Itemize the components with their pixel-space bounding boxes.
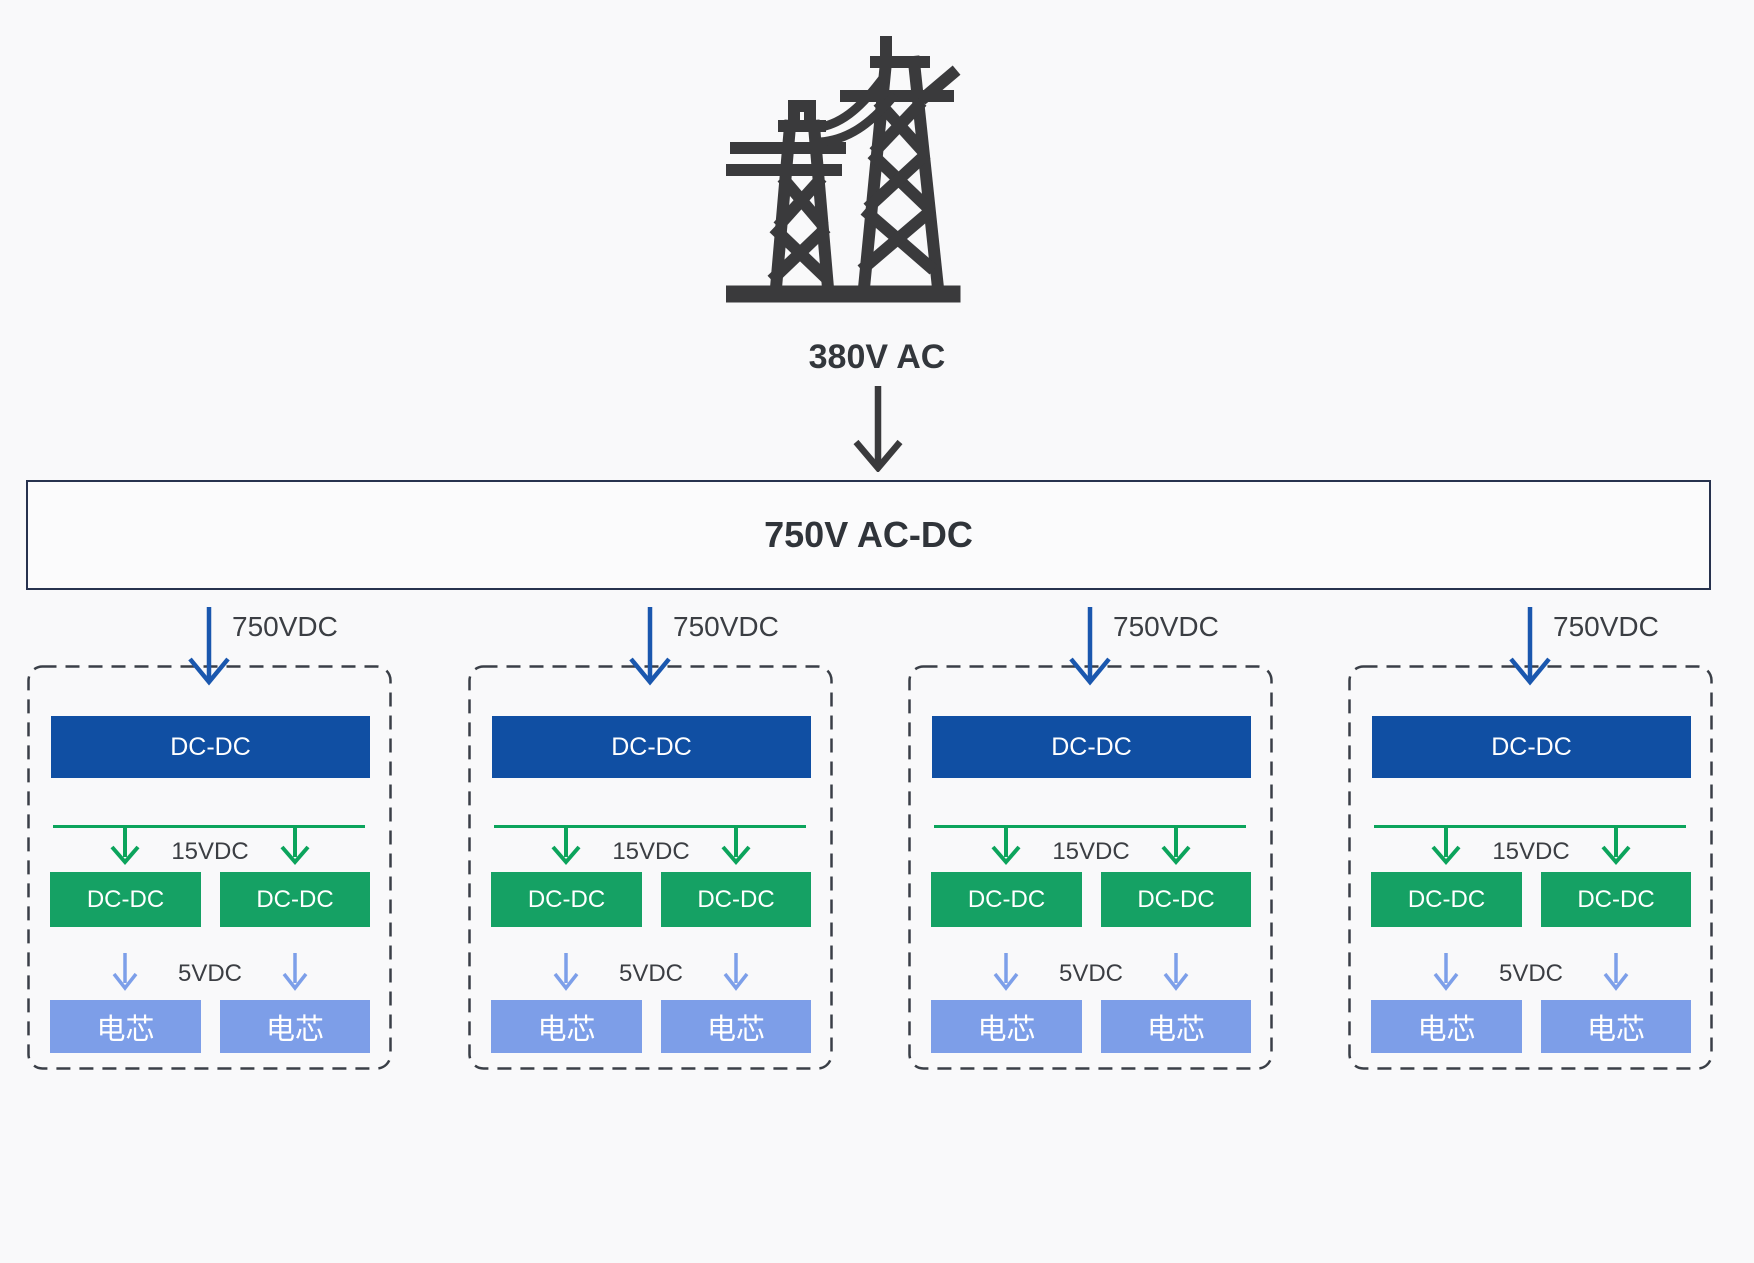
mid-voltage-label: 15VDC [171,838,249,865]
mid-voltage-label: 15VDC [612,838,690,865]
secondary-dcdc-box: DC-DC [491,872,642,927]
secondary-dcdc-label: DC-DC [86,885,165,913]
secondary-dcdc-box: DC-DC [661,872,811,927]
battery-cell-label: 电芯 [265,1013,324,1046]
battery-cell-box: 电芯 [1541,1000,1691,1053]
secondary-dcdc-label: DC-DC [1407,885,1486,913]
battery-cell-box: 电芯 [491,1000,642,1053]
down-arrow-icon [721,827,751,866]
down-arrow-icon [188,607,230,686]
primary-dcdc-label: DC-DC [1491,732,1572,761]
dcdc-module-2: 750VDC DC-DC 15VDC DC-DC DC-DC 5VDC 电芯 [468,589,833,1071]
branch-input-voltage-label: 750VDC [232,611,338,642]
low-voltage-label: 5VDC [177,960,243,987]
down-arrow-icon [1161,827,1191,866]
low-voltage-label: 5VDC [1498,960,1564,987]
down-arrow-icon [112,953,138,991]
battery-cell-label: 电芯 [1146,1013,1205,1046]
down-arrow-icon [110,827,140,866]
primary-dcdc-box: DC-DC [51,716,370,778]
secondary-dcdc-box: DC-DC [1371,872,1522,927]
secondary-dcdc-box: DC-DC [931,872,1082,927]
bus-line [934,825,1246,828]
battery-cell-box: 电芯 [220,1000,370,1053]
primary-dcdc-box: DC-DC [932,716,1251,778]
source-voltage-label: 380V AC [808,338,946,376]
low-voltage-label: 5VDC [1058,960,1124,987]
secondary-dcdc-label: DC-DC [967,885,1046,913]
bus-line [53,825,365,828]
battery-cell-label: 电芯 [706,1013,765,1046]
primary-dcdc-label: DC-DC [170,732,251,761]
down-arrow-icon [1433,953,1459,991]
primary-dcdc-label: DC-DC [611,732,692,761]
battery-cell-box: 电芯 [1101,1000,1251,1053]
mid-voltage-label: 15VDC [1052,838,1130,865]
down-arrow-icon [993,953,1019,991]
secondary-dcdc-box: DC-DC [1101,872,1251,927]
down-arrow-icon [1163,953,1189,991]
down-arrow-icon [551,827,581,866]
down-arrow-icon [1431,827,1461,866]
primary-dcdc-box: DC-DC [492,716,811,778]
secondary-dcdc-label: DC-DC [256,885,334,913]
down-arrow-icon [1603,953,1629,991]
down-arrow-icon [1509,607,1551,686]
battery-cell-label: 电芯 [96,1013,155,1046]
dcdc-module-3: 750VDC DC-DC 15VDC DC-DC DC-DC 5VDC 电芯 [908,589,1273,1071]
down-arrow-icon [1069,607,1111,686]
primary-dcdc-label: DC-DC [1051,732,1132,761]
battery-cell-box: 电芯 [1371,1000,1522,1053]
primary-dcdc-box: DC-DC [1372,716,1691,778]
secondary-dcdc-label: DC-DC [527,885,606,913]
secondary-dcdc-box: DC-DC [1541,872,1691,927]
down-arrow-icon [553,953,579,991]
low-voltage-label: 5VDC [618,960,684,987]
dcdc-module-1: 750VDC DC-DC 15VDC DC-DC DC-DC 5VDC 电芯 [27,589,392,1071]
secondary-dcdc-label: DC-DC [1577,885,1655,913]
battery-cell-box: 电芯 [931,1000,1082,1053]
transmission-towers-icon [726,36,961,303]
down-arrow-icon [629,607,671,686]
battery-cell-box: 电芯 [661,1000,811,1053]
bus-line [494,825,806,828]
bus-line [1374,825,1686,828]
down-arrow-icon [1601,827,1631,866]
battery-cell-box: 电芯 [50,1000,201,1053]
battery-cell-label: 电芯 [977,1013,1036,1046]
down-arrow-icon [723,953,749,991]
secondary-dcdc-box: DC-DC [50,872,201,927]
battery-cell-label: 电芯 [1586,1013,1645,1046]
down-arrow-icon [991,827,1021,866]
branch-input-voltage-label: 750VDC [1553,611,1659,642]
down-arrow-icon [853,386,903,472]
down-arrow-icon [282,953,308,991]
secondary-dcdc-label: DC-DC [697,885,775,913]
ac-dc-converter-label: 750V AC-DC [764,514,973,555]
branch-input-voltage-label: 750VDC [673,611,779,642]
down-arrow-icon [280,827,310,866]
ac-dc-converter-box: 750V AC-DC [26,480,1711,590]
mid-voltage-label: 15VDC [1492,838,1570,865]
branch-input-voltage-label: 750VDC [1113,611,1219,642]
battery-cell-label: 电芯 [537,1013,596,1046]
dcdc-module-4: 750VDC DC-DC 15VDC DC-DC DC-DC 5VDC 电芯 [1348,589,1713,1071]
secondary-dcdc-label: DC-DC [1137,885,1215,913]
secondary-dcdc-box: DC-DC [220,872,370,927]
battery-cell-label: 电芯 [1417,1013,1476,1046]
